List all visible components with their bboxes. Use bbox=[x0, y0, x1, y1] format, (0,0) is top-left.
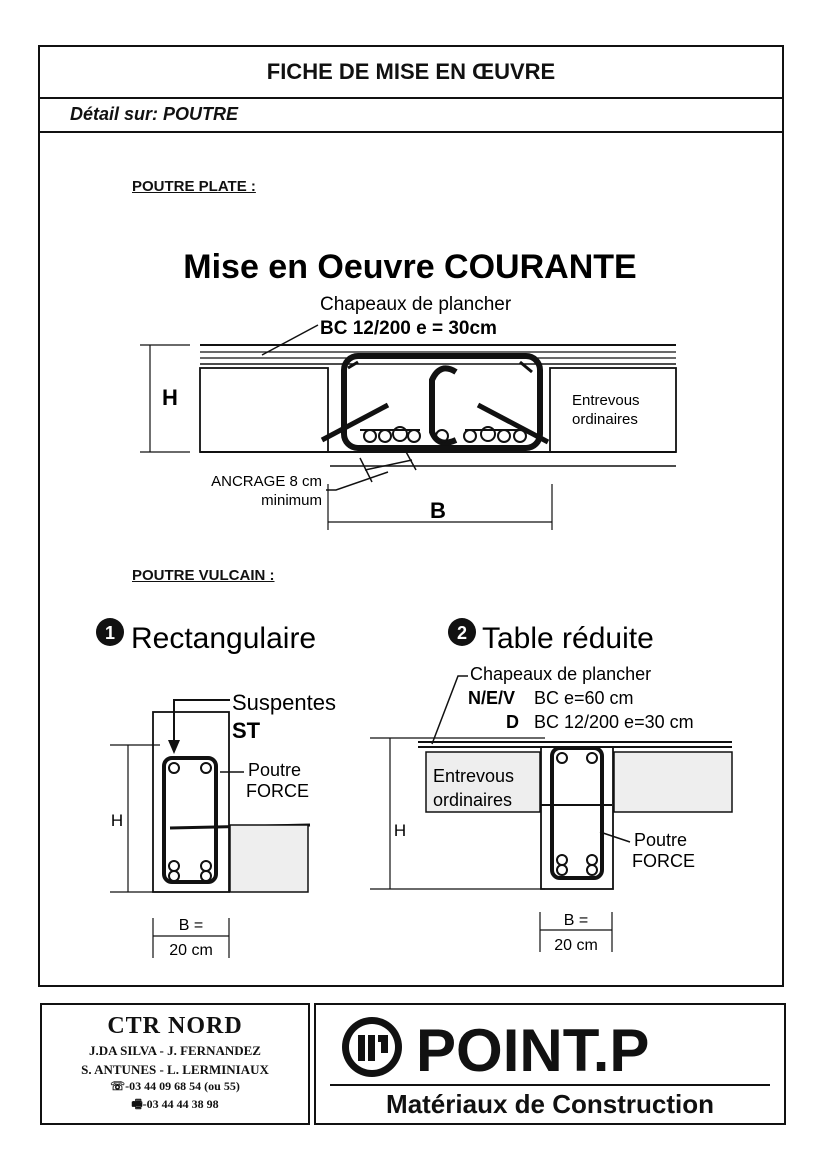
entrevous-block-right bbox=[549, 367, 677, 453]
stirrup bbox=[550, 746, 604, 880]
b-value: 20 cm bbox=[169, 942, 213, 959]
entrevous-block bbox=[425, 751, 541, 813]
table-reduite-diagram: 2 Table réduite Chapeaux de plancher N/E… bbox=[370, 618, 733, 954]
fax-number: 🖷-03 44 44 38 98 bbox=[131, 1097, 219, 1111]
courante-title: Mise en Oeuvre COURANTE bbox=[183, 248, 636, 286]
poutre-label: FORCE bbox=[632, 851, 695, 871]
entrevous-label: ordinaires bbox=[433, 790, 512, 810]
b-label: B = bbox=[179, 917, 203, 934]
number-badge-label: 2 bbox=[457, 623, 467, 643]
sheet-frame: FICHE DE MISE EN ŒUVRE Détail sur: POUTR… bbox=[38, 45, 784, 987]
entrevous-label: Entrevous bbox=[433, 766, 514, 786]
brand-box: POINT.P Matériaux de Construction bbox=[314, 1003, 786, 1125]
st-label: ST bbox=[232, 718, 261, 743]
phone-number: ☏-03 44 09 68 54 (ou 55) bbox=[110, 1079, 240, 1093]
section-poutre-vulcain: POUTRE VULCAIN : bbox=[132, 567, 275, 584]
d-code: D bbox=[506, 712, 519, 732]
stirrup-diagonal bbox=[476, 402, 550, 445]
table-reduite-title: Table réduite bbox=[482, 622, 654, 655]
h-label: H bbox=[111, 811, 123, 830]
ctr-contact-box: CTR NORD J.DA SILVA - J. FERNANDEZ S. AN… bbox=[40, 1003, 310, 1125]
number-badge bbox=[96, 618, 124, 646]
point-p-logo: POINT.P Matériaux de Construction bbox=[330, 1017, 770, 1119]
suspentes-arrow bbox=[173, 699, 230, 745]
suspentes-arrowhead bbox=[168, 740, 180, 754]
chapeaux-spec: BC 12/200 e = 30cm bbox=[320, 318, 497, 339]
poutre-label: Poutre bbox=[248, 760, 301, 780]
rebar-bars bbox=[168, 762, 212, 882]
number-badge-label: 1 bbox=[105, 623, 115, 643]
rectangulaire-diagram: 1 Rectangulaire Suspentes ST Poutre FORC… bbox=[96, 618, 336, 959]
stirrup-outer bbox=[341, 353, 543, 451]
rebar-bars bbox=[556, 752, 598, 876]
section-poutre-plate: POUTRE PLATE : bbox=[132, 178, 256, 195]
stirrup-end bbox=[347, 360, 359, 370]
detail-subtitle: Détail sur: POUTRE bbox=[40, 97, 782, 133]
b-label: B = bbox=[564, 912, 588, 929]
sheet-title: FICHE DE MISE EN ŒUVRE bbox=[40, 47, 782, 99]
ancrage-leader bbox=[326, 471, 389, 491]
b-label: B bbox=[430, 498, 446, 523]
entrevous-label: ordinaires bbox=[572, 411, 638, 428]
brand-tagline: Matériaux de Construction bbox=[386, 1089, 714, 1119]
contact-names: J.DA SILVA - J. FERNANDEZ bbox=[89, 1043, 261, 1058]
beam-section bbox=[152, 711, 230, 893]
slab-block bbox=[229, 824, 309, 893]
chapeaux-leader bbox=[431, 675, 468, 745]
h-label: H bbox=[394, 821, 406, 840]
stirrup-end bbox=[519, 360, 533, 374]
entrevous-block-left bbox=[199, 367, 329, 453]
chapeaux-label: Chapeaux de plancher bbox=[320, 294, 512, 315]
nev-code: N/E/V bbox=[468, 688, 515, 708]
suspentes-label: Suspentes bbox=[232, 690, 336, 715]
nev-value: BC e=60 cm bbox=[534, 688, 634, 708]
chapeaux-leader bbox=[261, 324, 319, 356]
stirrup-hook bbox=[429, 365, 458, 446]
poutre-leader bbox=[599, 831, 631, 843]
slab-block-right bbox=[613, 751, 733, 813]
stirrup-diagonal bbox=[320, 402, 390, 443]
chapeaux-label: Chapeaux de plancher bbox=[470, 664, 651, 684]
brand-logo-icon bbox=[342, 1017, 402, 1077]
company-name: CTR NORD bbox=[107, 1013, 243, 1039]
b-value: 20 cm bbox=[554, 937, 598, 954]
ancrage-label: minimum bbox=[261, 492, 322, 509]
ancrage-dimension bbox=[364, 459, 413, 471]
poutre-label: FORCE bbox=[246, 781, 309, 801]
rectangulaire-title: Rectangulaire bbox=[131, 622, 316, 655]
courante-diagram: Mise en Oeuvre COURANTE Chapeaux de plan… bbox=[140, 248, 677, 530]
diagram-drawing: Mise en Oeuvre COURANTE Chapeaux de plan… bbox=[96, 248, 733, 959]
entrevous-label: Entrevous bbox=[572, 392, 640, 409]
ancrage-label: ANCRAGE 8 cm bbox=[211, 473, 322, 490]
stirrup bbox=[162, 756, 218, 884]
d-value: BC 12/200 e=30 cm bbox=[534, 712, 694, 732]
number-badge bbox=[448, 618, 476, 646]
h-label: H bbox=[162, 385, 178, 410]
poutre-label: Poutre bbox=[634, 830, 687, 850]
brand-name: POINT.P bbox=[416, 1017, 649, 1084]
contact-names: S. ANTUNES - L. LERMINIAUX bbox=[81, 1062, 269, 1077]
